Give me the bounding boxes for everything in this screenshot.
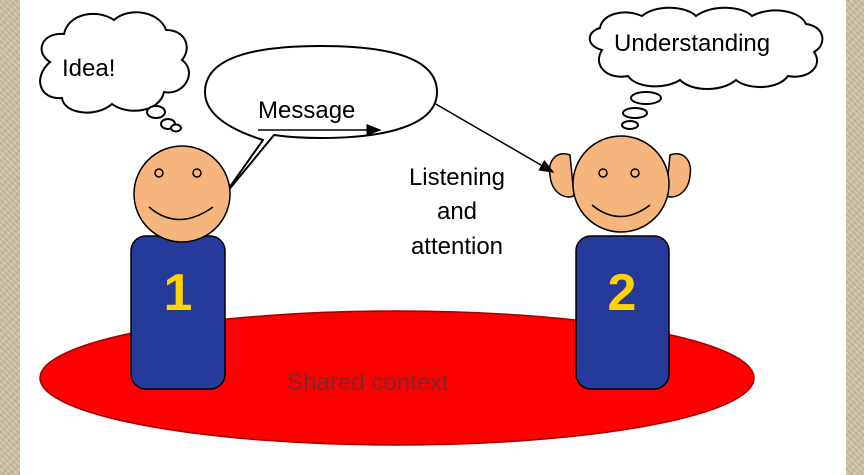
person-2-body bbox=[575, 235, 670, 390]
understanding-thought-cloud bbox=[588, 6, 824, 90]
person-1-eye-left bbox=[154, 168, 164, 178]
person-1-smile bbox=[148, 206, 214, 221]
idea-label: Idea! bbox=[62, 55, 115, 82]
message-label: Message bbox=[258, 97, 355, 124]
understanding-thought-bubble-2 bbox=[622, 107, 648, 119]
person-1-head bbox=[133, 145, 231, 243]
idea-thought-bubble-3 bbox=[170, 123, 182, 133]
understanding-thought-bubble-3 bbox=[621, 120, 639, 130]
attention-label: attention bbox=[411, 233, 503, 260]
understanding-thought-bubble-1 bbox=[630, 91, 662, 105]
communication-diagram: Idea! Understanding Message Listening an… bbox=[39, 6, 824, 446]
slide-canvas: Idea! Understanding Message Listening an… bbox=[20, 0, 846, 475]
listening-label: Listening bbox=[409, 164, 505, 191]
person-1-eye-right bbox=[192, 168, 202, 178]
message-speech-bubble bbox=[204, 45, 438, 199]
person-2-number: 2 bbox=[608, 264, 637, 322]
person-2-eye-left bbox=[598, 168, 608, 178]
person-2-head bbox=[572, 135, 670, 233]
shared-context-label: Shared context bbox=[287, 369, 449, 396]
idea-thought-bubble-1 bbox=[146, 105, 166, 119]
person-2-eye-right bbox=[630, 168, 640, 178]
and-label: and bbox=[437, 198, 477, 225]
listening-arrow bbox=[433, 102, 555, 173]
understanding-label: Understanding bbox=[614, 30, 770, 57]
person-2-ear-left bbox=[548, 153, 575, 198]
person-1-number: 1 bbox=[164, 264, 193, 322]
idea-thought-cloud bbox=[39, 11, 190, 114]
person-2-smile bbox=[591, 204, 651, 218]
person-2-ear-right bbox=[665, 153, 692, 198]
